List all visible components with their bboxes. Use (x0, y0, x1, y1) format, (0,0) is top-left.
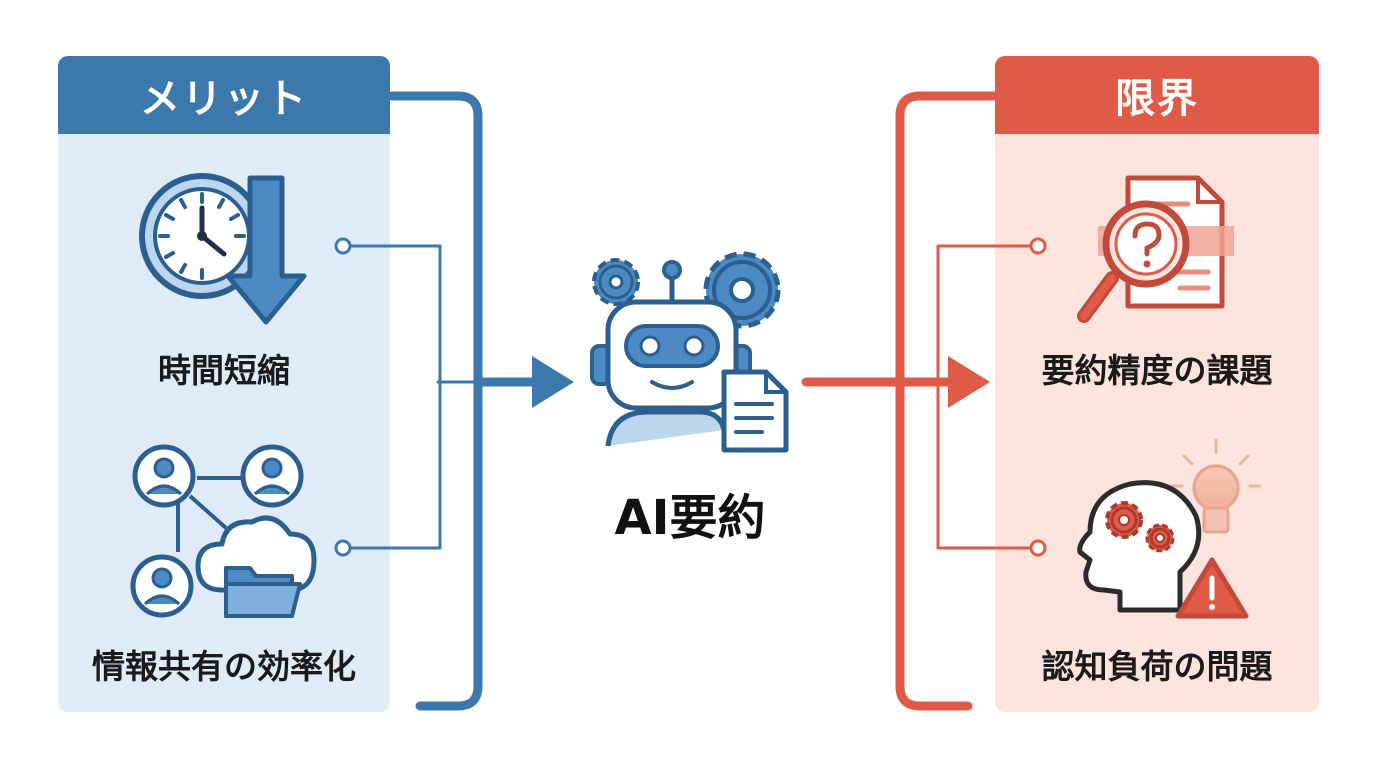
gear-icon (1145, 523, 1175, 553)
limit-panel-title: 限界 (995, 56, 1319, 134)
document-magnifier-question-icon (1077, 175, 1234, 323)
merit-connector-dots (334, 237, 352, 557)
clock-down-arrow-icon (139, 173, 307, 325)
limit-item-accuracy: 要約精度の課題 (1041, 351, 1273, 390)
warning-icon (1175, 557, 1249, 619)
merit-arrow-head (532, 356, 574, 408)
robot-document-gears-icon (590, 251, 789, 453)
connector-dot (334, 539, 352, 557)
limit-bracket (801, 91, 1034, 711)
limit-item-cognitive-load: 認知負荷の問題 (1041, 647, 1273, 686)
lightbulb-icon (1170, 438, 1262, 534)
gear-icon (1105, 501, 1143, 539)
merit-bracket (348, 91, 545, 711)
limit-connector-dots (1029, 237, 1047, 557)
document-icon (721, 369, 789, 453)
connector-dot (1029, 539, 1047, 557)
ai-summary-label: AI要約 (614, 490, 766, 546)
connector-dot (1029, 237, 1047, 255)
user-avatar-icon (130, 554, 194, 618)
user-avatar-icon (132, 444, 196, 508)
user-avatar-icon (240, 444, 304, 508)
head-gears-warning-icon (1077, 438, 1262, 619)
gear-icon (592, 258, 640, 306)
limit-panel: 限界 (995, 56, 1319, 712)
merit-item-info-sharing: 情報共有の効率化 (92, 647, 356, 686)
connector-dot (334, 237, 352, 255)
merit-item-time-saving: 時間短縮 (158, 351, 290, 390)
merit-panel-title: メリット (58, 56, 390, 134)
limit-arrow-head (948, 356, 990, 408)
network-cloud-folder-icon (130, 444, 317, 618)
